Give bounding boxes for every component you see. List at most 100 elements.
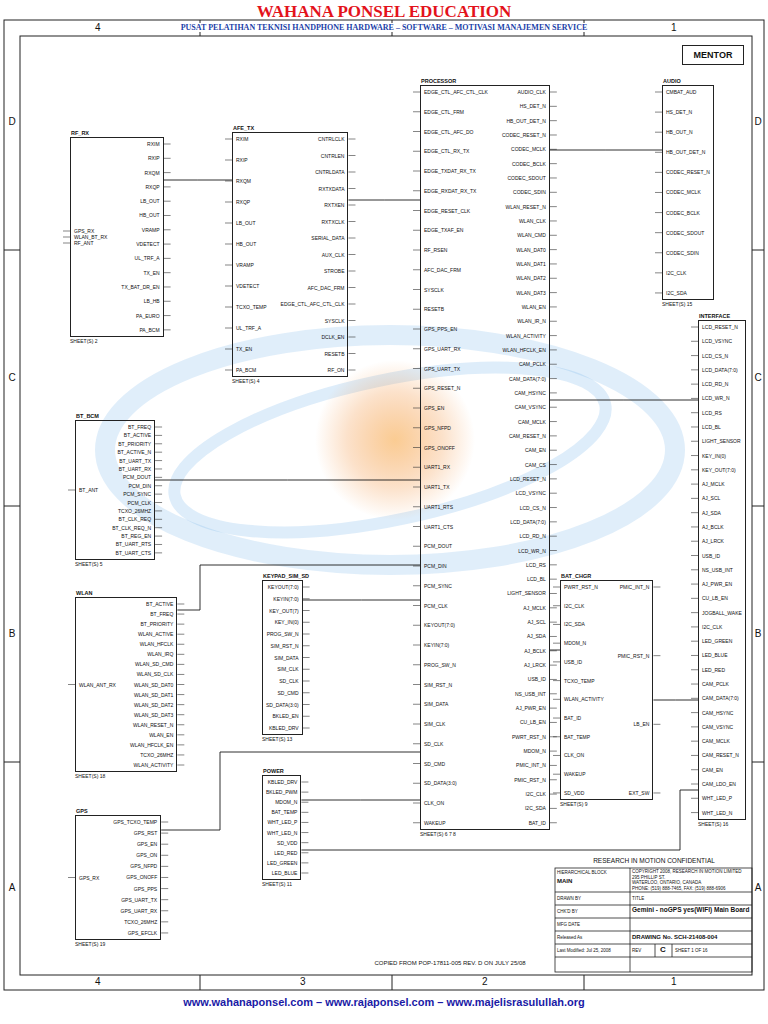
pin-name: AJ_SDA xyxy=(527,633,546,639)
pin-stub xyxy=(655,292,662,293)
pin-name: WLAN_IR_N xyxy=(517,318,546,324)
pin-name: PCM_DOUT xyxy=(123,474,151,480)
pin-stub xyxy=(413,388,420,389)
block-box: AUDIOCMBAT_AUDHS_DET_NHB_OUT_NHB_OUT_DET… xyxy=(662,85,714,300)
block-title: BAT_CHGR xyxy=(561,573,591,579)
pin-stub xyxy=(161,932,168,933)
pin-stub xyxy=(177,654,184,655)
pin-stub xyxy=(164,315,171,316)
pin-name: RF_RSEN xyxy=(424,247,447,253)
pin-name: AFC_DAC_FRM xyxy=(308,285,345,291)
pin-stub xyxy=(550,134,557,135)
wire-connector xyxy=(164,180,232,181)
pin-stub xyxy=(550,636,557,637)
pin-name: CODEC_BCLK xyxy=(666,210,700,216)
pin-name: WLAN_SD_CLK xyxy=(137,671,174,677)
wire-connector xyxy=(550,150,662,151)
pin-name: PROG_SW_N xyxy=(424,662,456,668)
pin-name: DCLK_EN xyxy=(321,334,344,340)
pin-name: PCM_CLK xyxy=(424,603,448,609)
pin-name: HB_OUT_DET_N xyxy=(506,118,545,124)
pin-stub xyxy=(164,329,171,330)
pin-name: LCD_VSYNC xyxy=(702,338,732,344)
pin-name: WLAN_ACTIVITY xyxy=(506,333,546,339)
pin-stub xyxy=(655,152,662,153)
wire-connector xyxy=(348,200,420,201)
pin-stub xyxy=(550,263,557,264)
title-block-border xyxy=(555,868,752,972)
block-title: POWER xyxy=(263,768,284,774)
pin-stub xyxy=(691,455,698,456)
pin-column: GPS_TCXO_TEMPGPS_RSTGPS_ENGPS_ONGPS_NFPD… xyxy=(113,819,157,936)
pin-name: PMIC_RST_N xyxy=(618,653,650,659)
pin-name: MDOM_N xyxy=(275,799,297,805)
pin-stub xyxy=(303,598,310,599)
pin-stub xyxy=(413,684,420,685)
pin-stub xyxy=(164,172,171,173)
pin-stub xyxy=(655,272,662,273)
pin-stub xyxy=(550,306,557,307)
pin-stub xyxy=(348,353,355,354)
pin-stub xyxy=(550,564,557,565)
pin-column: KBLED_DRVBKLED_PWMMDOM_NBAT_TEMPWHT_LED_… xyxy=(266,779,297,876)
pin-name: AUX_CLK xyxy=(322,252,345,258)
pin-name: WLAN_DAT1 xyxy=(516,261,546,267)
outer-border xyxy=(4,20,764,990)
pin-stub xyxy=(550,822,557,823)
title-cell: CHK'D BY xyxy=(557,909,578,914)
pin-stub xyxy=(413,131,420,132)
zone-letter: B xyxy=(9,628,16,640)
pin-stub xyxy=(691,484,698,485)
pin-name: SD_CMD xyxy=(277,690,298,696)
pin-name: RXQM xyxy=(236,178,251,184)
pin-name: MDOM_N xyxy=(564,640,586,646)
pin-name: AJ_LRCK xyxy=(524,662,546,668)
pin-name: KEY_IN(0) xyxy=(275,619,299,625)
pin-stub xyxy=(691,384,698,385)
pin-name: CAM_DATA(7:0) xyxy=(702,695,739,701)
pin-name: RXTXEN xyxy=(324,202,344,208)
zone-letter: C xyxy=(8,372,15,384)
pin-name: BT_ANT xyxy=(79,487,98,493)
block-box: BAT_CHGRPWRT_RST_NI2C_CLKI2C_SDAMDOM_NUS… xyxy=(560,580,653,800)
block-box: KEYPAD_SIM_SDKEYOUT(7:0)KEYIN(7:0)KEY_OU… xyxy=(262,580,303,735)
pin-name: WLAN_ACTIVITY xyxy=(134,762,174,768)
pin-stub xyxy=(164,215,171,216)
block-title: RF_RX xyxy=(71,130,89,136)
sheet-tag-box: MENTOR xyxy=(682,45,744,65)
pin-name: BT_ACTIVE_N xyxy=(117,449,151,455)
sheet-ref: SHEET(S) 18 xyxy=(75,774,105,780)
pin-stub xyxy=(550,335,557,336)
pin-stub xyxy=(655,212,662,213)
pin-stub xyxy=(653,587,660,588)
pin-stub xyxy=(225,244,232,245)
pin-stub xyxy=(348,238,355,239)
pin-stub xyxy=(177,765,184,766)
title-cell: Last Modified: Jul 25, 2008 xyxy=(557,948,611,953)
pin-name: GPS_UART_TX xyxy=(121,897,157,903)
title-cell: PHONE: (519) 888-7465, FAX: (519) 888-69… xyxy=(632,886,726,891)
pin-name: WLAN_SD_DAT3 xyxy=(134,712,173,718)
pin-name: WLAN_CLK xyxy=(519,218,546,224)
pin-stub xyxy=(225,328,232,329)
pin-stub xyxy=(550,192,557,193)
zone-letter: A xyxy=(9,882,16,894)
pin-name: LED_RED xyxy=(702,667,725,673)
pin-name: CAM_PCLK xyxy=(702,681,729,687)
pin-stub xyxy=(691,555,698,556)
pin-name: JOGBALL_WAKE xyxy=(702,610,742,616)
pin-name: LCD_RS xyxy=(526,562,546,568)
pin-column: CNTRLCLKCNTRLENCNTRLDATARXTXDATARXTXENRX… xyxy=(281,136,345,373)
pin-name: WHT_LED_P xyxy=(267,819,297,825)
pin-name: WLAN_HFCLK_EN xyxy=(130,742,173,748)
copy-note: COPIED FROM POP-17811-005 REV. D ON JULY… xyxy=(374,960,525,967)
pin-stub xyxy=(413,605,420,606)
pin-name: WLAN_HFCLK xyxy=(140,641,174,647)
pin-name: BKLED_PWM xyxy=(266,789,297,795)
pin-stub xyxy=(301,862,308,863)
zone-number: 1 xyxy=(671,22,677,34)
pin-stub xyxy=(553,587,560,588)
pin-stub xyxy=(550,92,557,93)
zone-letter: A xyxy=(755,882,762,894)
pin-name: CMBAT_AUD xyxy=(666,89,696,95)
